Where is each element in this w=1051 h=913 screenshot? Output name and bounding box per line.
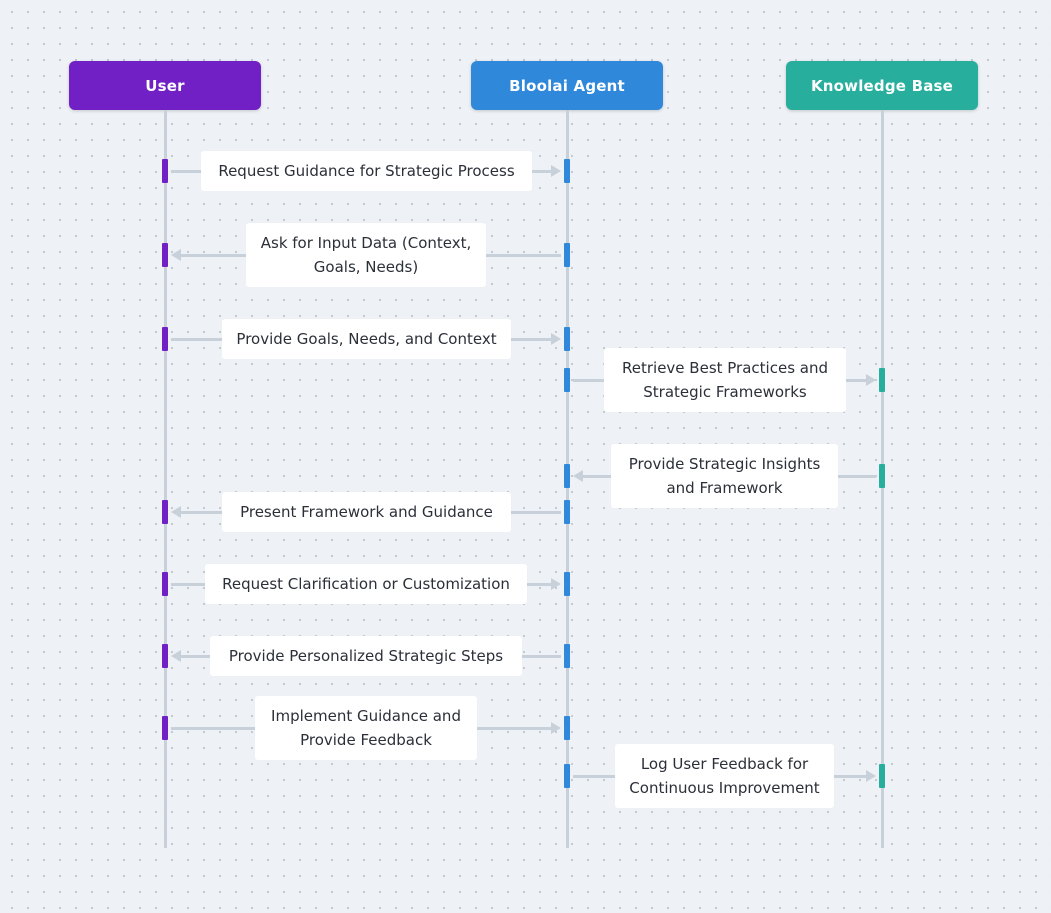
activation-bar-user xyxy=(162,243,168,267)
arrowhead-left-icon xyxy=(573,470,583,482)
activation-bar-kb xyxy=(879,464,885,488)
participant-user: User xyxy=(69,61,261,110)
message-label: Ask for Input Data (Context, Goals, Need… xyxy=(246,223,486,287)
activation-bar-user xyxy=(162,159,168,183)
activation-bar-user xyxy=(162,327,168,351)
activation-bar-agent xyxy=(564,243,570,267)
participant-bloolai-agent: Bloolai Agent xyxy=(471,61,663,110)
message-label: Retrieve Best Practices and Strategic Fr… xyxy=(604,348,846,412)
activation-bar-agent xyxy=(564,368,570,392)
arrowhead-right-icon xyxy=(551,578,561,590)
arrowhead-left-icon xyxy=(171,650,181,662)
message-label: Present Framework and Guidance xyxy=(222,492,511,532)
activation-bar-agent xyxy=(564,464,570,488)
activation-bar-agent xyxy=(564,644,570,668)
message-label: Implement Guidance and Provide Feedback xyxy=(255,696,477,760)
lifeline-user xyxy=(163,110,167,848)
activation-bar-agent xyxy=(564,716,570,740)
message-label: Provide Personalized Strategic Steps xyxy=(210,636,522,676)
arrowhead-right-icon xyxy=(866,374,876,386)
activation-bar-user xyxy=(162,500,168,524)
activation-bar-agent xyxy=(564,327,570,351)
activation-bar-user xyxy=(162,644,168,668)
message-label: Provide Strategic Insights and Framework xyxy=(611,444,838,508)
activation-bar-user xyxy=(162,716,168,740)
activation-bar-user xyxy=(162,572,168,596)
activation-bar-agent xyxy=(564,159,570,183)
arrowhead-right-icon xyxy=(551,165,561,177)
arrowhead-right-icon xyxy=(551,333,561,345)
participant-knowledge-base: Knowledge Base xyxy=(786,61,978,110)
activation-bar-agent xyxy=(564,572,570,596)
activation-bar-agent xyxy=(564,764,570,788)
activation-bar-kb xyxy=(879,368,885,392)
arrowhead-right-icon xyxy=(866,770,876,782)
message-label: Log User Feedback for Continuous Improve… xyxy=(615,744,834,808)
message-label: Provide Goals, Needs, and Context xyxy=(222,319,511,359)
activation-bar-kb xyxy=(879,764,885,788)
message-label: Request Guidance for Strategic Process xyxy=(201,151,532,191)
activation-bar-agent xyxy=(564,500,570,524)
arrowhead-right-icon xyxy=(551,722,561,734)
arrowhead-left-icon xyxy=(171,506,181,518)
arrowhead-left-icon xyxy=(171,249,181,261)
message-label: Request Clarification or Customization xyxy=(205,564,527,604)
